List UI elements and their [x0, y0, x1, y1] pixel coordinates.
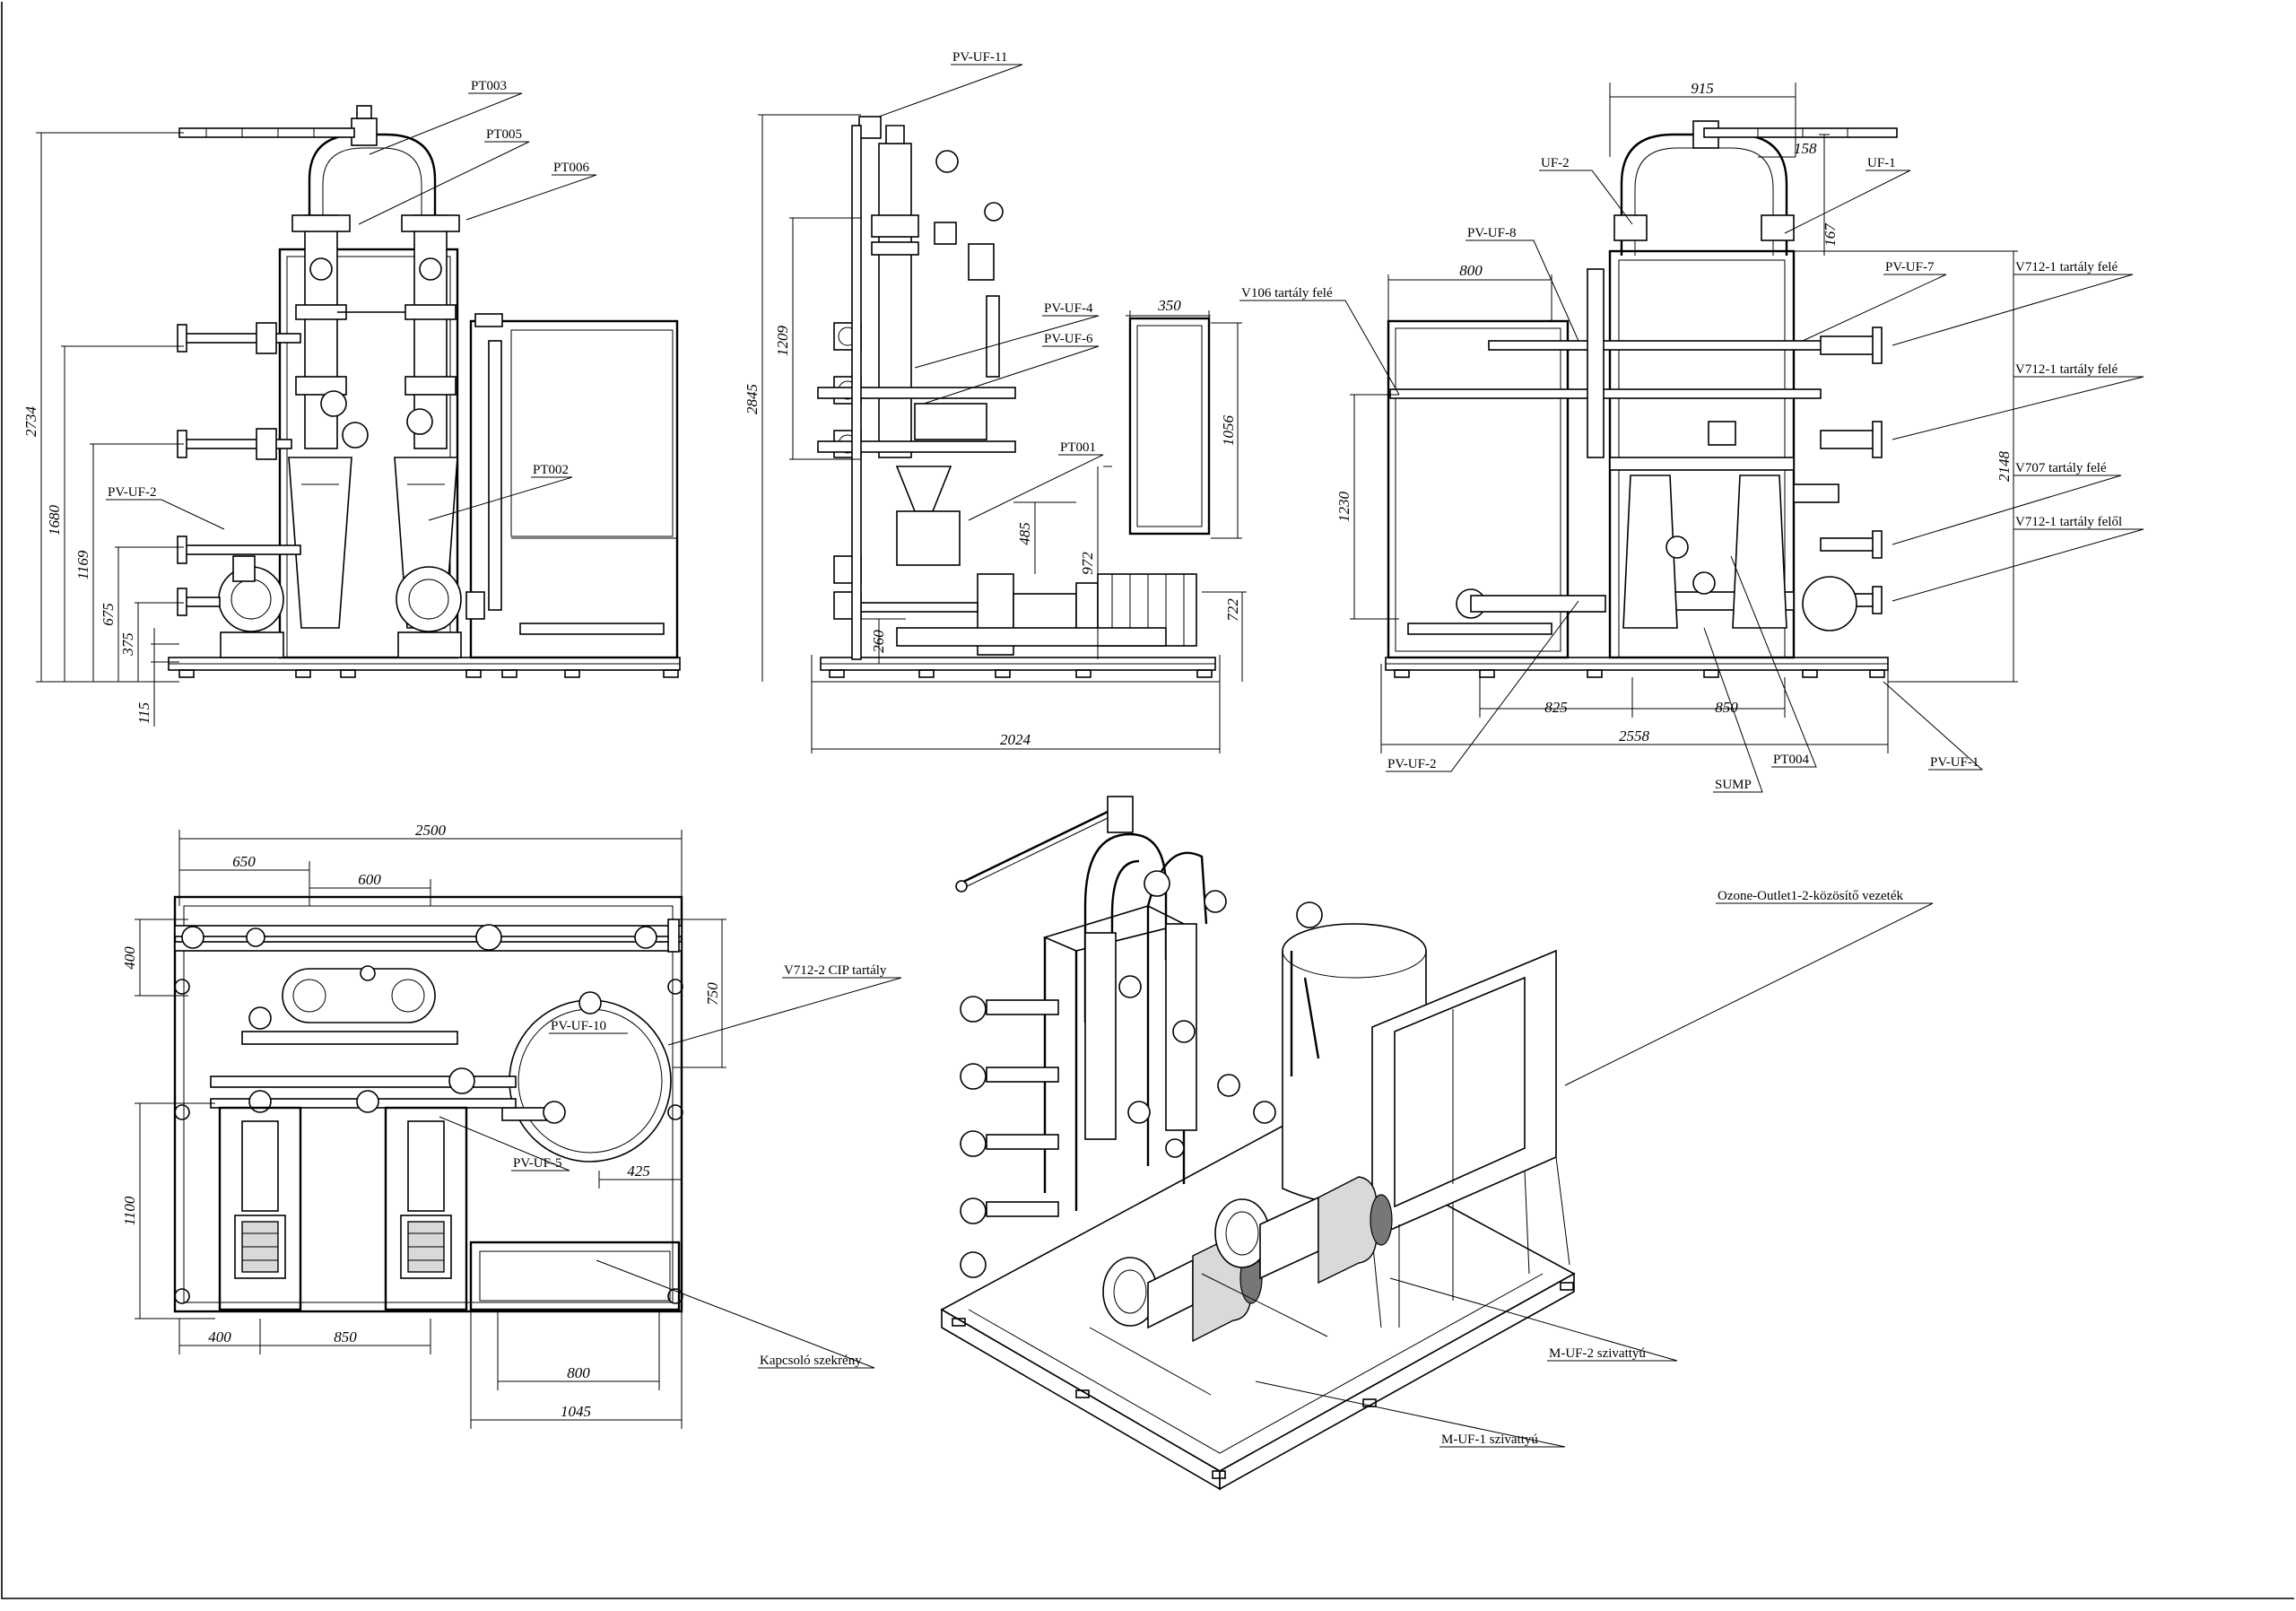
side-dim-1056: 1056 [1220, 415, 1237, 447]
side-dim-350: 350 [1157, 297, 1181, 314]
front-view: 2734 1680 1169 675 375 115 PT003 PT005 P… [22, 79, 681, 727]
rear-dim-167: 167 [1822, 222, 1839, 247]
side-view: 2845 1209 350 1056 485 972 722 260 2024 … [744, 50, 1247, 753]
callout-pv-uf-4: PV-UF-4 [1044, 301, 1093, 316]
top-dim-600: 600 [358, 871, 381, 888]
callout-pt002: PT002 [533, 463, 569, 477]
callout-v712-1-from: V712-1 tartály felől [2015, 515, 2122, 529]
callout-ozone-outlet: Ozone-Outlet1-2-közösítő vezeték [1718, 889, 1904, 903]
top-dim-1045: 1045 [561, 1403, 591, 1420]
side-dim-1209: 1209 [774, 326, 791, 357]
front-dim-675: 675 [100, 603, 117, 626]
callout-m-uf-2: M-UF-2 szivattyú [1549, 1346, 1646, 1361]
callout-v712-2-cip: V712-2 CIP tartály [784, 963, 887, 978]
side-dim-2845: 2845 [744, 384, 761, 414]
front-dim-1680: 1680 [46, 505, 63, 536]
callout-v712-1-b: V712-1 tartály felé [2015, 362, 2118, 377]
top-dim-400-v: 400 [121, 946, 138, 970]
callout-pv-uf-2-front: PV-UF-2 [108, 485, 156, 500]
callout-pv-uf-10: PV-UF-10 [551, 1019, 606, 1033]
rear-dim-2148: 2148 [1996, 451, 2013, 483]
callout-pv-uf-1: PV-UF-1 [1930, 755, 1979, 770]
callout-v712-1-a: V712-1 tartály felé [2015, 260, 2118, 274]
callout-pv-uf-5: PV-UF-5 [513, 1156, 561, 1171]
rear-dim-915: 915 [1691, 80, 1714, 97]
callout-pv-uf-11: PV-UF-11 [952, 50, 1007, 65]
side-dim-485: 485 [1016, 522, 1033, 545]
callout-pt006: PT006 [553, 161, 590, 175]
rear-dim-850: 850 [1715, 699, 1738, 716]
top-view: 2500 650 600 400 750 1100 425 400 850 80… [121, 822, 902, 1429]
side-dim-260: 260 [870, 630, 887, 653]
callout-sump: SUMP [1715, 778, 1752, 792]
callout-pv-uf-6: PV-UF-6 [1044, 332, 1093, 346]
side-dim-972: 972 [1079, 552, 1096, 575]
top-dim-800: 800 [567, 1364, 590, 1381]
callout-uf-1: UF-1 [1867, 156, 1896, 170]
top-dim-2500: 2500 [415, 822, 447, 839]
top-dim-750: 750 [704, 982, 721, 1006]
callout-pv-uf-2-rear: PV-UF-2 [1387, 757, 1436, 771]
callout-pt001: PT001 [1060, 440, 1096, 455]
rear-dim-2558: 2558 [1619, 727, 1650, 745]
front-dim-height-2734: 2734 [22, 406, 39, 438]
isometric-view: Ozone-Outlet1-2-közösítő vezeték M-UF-2 … [940, 796, 1934, 1491]
callout-uf-2: UF-2 [1541, 156, 1570, 170]
rear-dim-158: 158 [1794, 140, 1817, 157]
rear-dim-800: 800 [1459, 262, 1483, 279]
top-dim-400-h: 400 [208, 1328, 231, 1345]
side-dim-2024: 2024 [1000, 731, 1031, 748]
callout-m-uf-1: M-UF-1 szivattyú [1441, 1432, 1538, 1447]
front-dim-375: 375 [119, 632, 136, 657]
top-dim-1100: 1100 [121, 1196, 138, 1225]
front-dim-1169: 1169 [74, 550, 91, 579]
callout-v707: V707 tartály felé [2015, 461, 2107, 475]
top-dim-425: 425 [627, 1163, 650, 1180]
callout-pv-uf-7: PV-UF-7 [1885, 260, 1935, 274]
top-dim-650: 650 [232, 853, 256, 870]
rear-dim-1230: 1230 [1335, 492, 1352, 523]
top-dim-850: 850 [334, 1328, 357, 1345]
callout-pt003: PT003 [471, 79, 507, 93]
callout-pt005: PT005 [486, 127, 522, 142]
side-dim-722: 722 [1224, 598, 1241, 622]
rear-dim-825: 825 [1544, 699, 1568, 716]
front-dim-115: 115 [135, 702, 152, 724]
callout-pt004: PT004 [1773, 753, 1810, 767]
callout-kapcsolo-szekreny: Kapcsoló szekrény [760, 1354, 862, 1368]
callout-pv-uf-8: PV-UF-8 [1467, 226, 1516, 240]
rear-view: 915 158 167 800 1230 2148 825 850 2558 U… [1239, 80, 2144, 793]
callout-v106: V106 tartály felé [1241, 286, 1333, 300]
